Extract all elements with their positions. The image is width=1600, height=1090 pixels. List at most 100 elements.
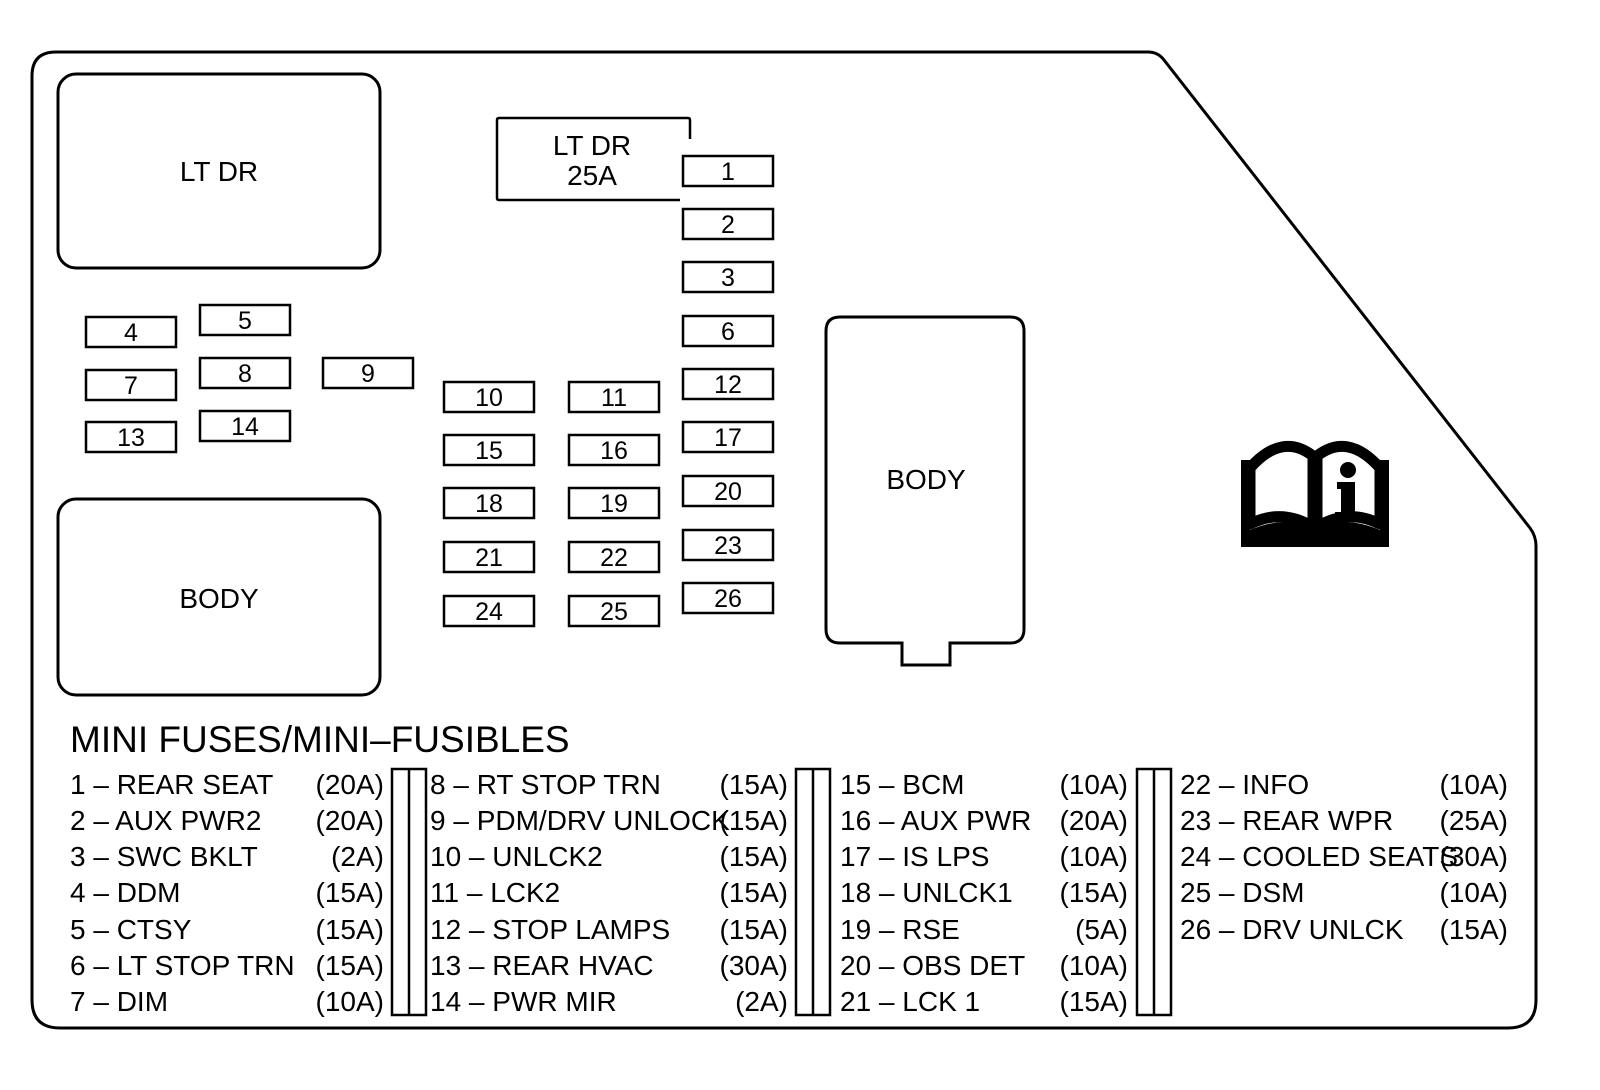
breaker-lt-dr-25a [495,116,692,202]
legend-separators [390,767,1173,1017]
legend-item-rating: (10A) [1440,877,1508,908]
legend-item-rating: (15A) [316,877,384,908]
legend-item-label: 13 – REAR HVAC [430,950,654,981]
fuse-7: 7 [84,368,178,402]
legend-item-label: 11 – LCK2 [430,877,560,908]
relay-body-left-label: BODY [179,583,259,614]
fuse-18: 18 [442,486,536,520]
legend-item-rating: (5A) [1075,914,1128,945]
legend-item-label: 12 – STOP LAMPS [430,914,670,945]
legend-item-label: 17 – IS LPS [840,841,989,872]
fuse-16: 16 [567,433,661,467]
fuse-number-label: 4 [124,319,138,347]
fuse-body [681,474,775,508]
legend-item-label: 19 – RSE [840,914,960,945]
fuse-number-label: 11 [601,384,627,412]
fuse-number-label: 1 [721,158,735,186]
fuse-15: 15 [442,433,536,467]
fuse-8: 8 [198,356,292,390]
fuse-4: 4 [84,315,178,349]
fuse-body [681,581,775,615]
legend-item-rating: (10A) [1440,769,1508,800]
fuse-body [567,380,661,414]
fuse-body [84,420,178,454]
fuse-body [84,368,178,402]
fuse-1: 1 [681,154,775,188]
fuse-number-label: 24 [475,598,503,626]
legend-item-rating: (15A) [720,841,788,872]
fuse-13: 13 [84,420,178,454]
legend-item-rating: (20A) [1060,805,1128,836]
legend-item-rating: (2A) [331,841,384,872]
fuse-number-label: 3 [721,264,735,292]
fuse-3: 3 [681,260,775,294]
fuse-body [442,433,536,467]
fuse-17: 17 [681,420,775,454]
fuse-number-label: 9 [361,360,375,388]
legend-item-label: 23 – REAR WPR [1180,805,1393,836]
fuse-body [567,433,661,467]
fuse-body [321,356,415,390]
fuse-number-label: 25 [600,598,628,626]
fuse-body [567,594,661,628]
fuse-11: 11 [567,380,661,414]
legend-item-label: 16 – AUX PWR [840,805,1031,836]
legend-item-label: 15 – BCM [840,769,965,800]
legend-item-label: 21 – LCK 1 [840,986,980,1017]
fuse-number-label: 8 [238,360,252,388]
fuse-body [84,315,178,349]
legend-item-rating: (20A) [316,769,384,800]
fuse-number-label: 2 [721,211,735,239]
fuse-22: 22 [567,540,661,574]
fuse-number-label: 18 [475,490,503,518]
legend-item-label: 14 – PWR MIR [430,986,617,1017]
fuse-body [442,594,536,628]
fuse-6: 6 [681,314,775,348]
legend-item-label: 24 – COOLED SEATS [1180,841,1458,872]
fuse-number-label: 7 [124,372,138,400]
fuse-body [198,356,292,390]
owner-manual-info-icon [1241,441,1389,547]
legend-item-label: 2 – AUX PWR2 [70,805,261,836]
legend-item-rating: (10A) [316,986,384,1017]
legend-item-label: 8 – RT STOP TRN [430,769,661,800]
fuse-2: 2 [681,207,775,241]
fuse-body [681,154,775,188]
fuse-body [681,207,775,241]
legend-item-rating: (15A) [1060,877,1128,908]
fuse-19: 19 [567,486,661,520]
fuse-number-label: 17 [714,424,742,452]
fuse-number-label: 20 [714,478,742,506]
legend-item-label: 10 – UNLCK2 [430,841,603,872]
fuse-number-label: 6 [721,318,735,346]
legend-item-rating: (15A) [720,805,788,836]
fuse-23: 23 [681,528,775,562]
fuse-number-label: 21 [475,544,503,572]
breaker-lt-dr-name: LT DR [553,130,631,161]
legend-item-label: 20 – OBS DET [840,950,1025,981]
legend-item-rating: (15A) [1440,914,1508,945]
legend-item-rating: (15A) [720,877,788,908]
legend-item-rating: (30A) [1440,841,1508,872]
legend-item-rating: (15A) [316,914,384,945]
legend-item-rating: (10A) [1060,950,1128,981]
relay-lt-dr [56,72,382,270]
fuse-number-label: 19 [600,490,628,518]
relay-body-center-label: BODY [886,464,966,495]
legend-title: MINI FUSES/MINI–FUSIBLES [70,719,570,760]
legend-item-rating: (25A) [1440,805,1508,836]
legend-item-label: 9 – PDM/DRV UNLOCK [430,805,730,836]
fuse-9: 9 [321,356,415,390]
fuse-body [681,314,775,348]
legend-item-rating: (20A) [316,805,384,836]
fuse-number-label: 23 [714,532,742,560]
fuse-number-label: 16 [600,437,628,465]
fuse-legend: 1 – REAR SEAT(20A)2 – AUX PWR2(20A)3 – S… [70,769,1508,1017]
fuse-21: 21 [442,540,536,574]
legend-item-rating: (15A) [1060,986,1128,1017]
legend-item-label: 18 – UNLCK1 [840,877,1013,908]
legend-item-label: 26 – DRV UNLCK [1180,914,1404,945]
fuse-20: 20 [681,474,775,508]
